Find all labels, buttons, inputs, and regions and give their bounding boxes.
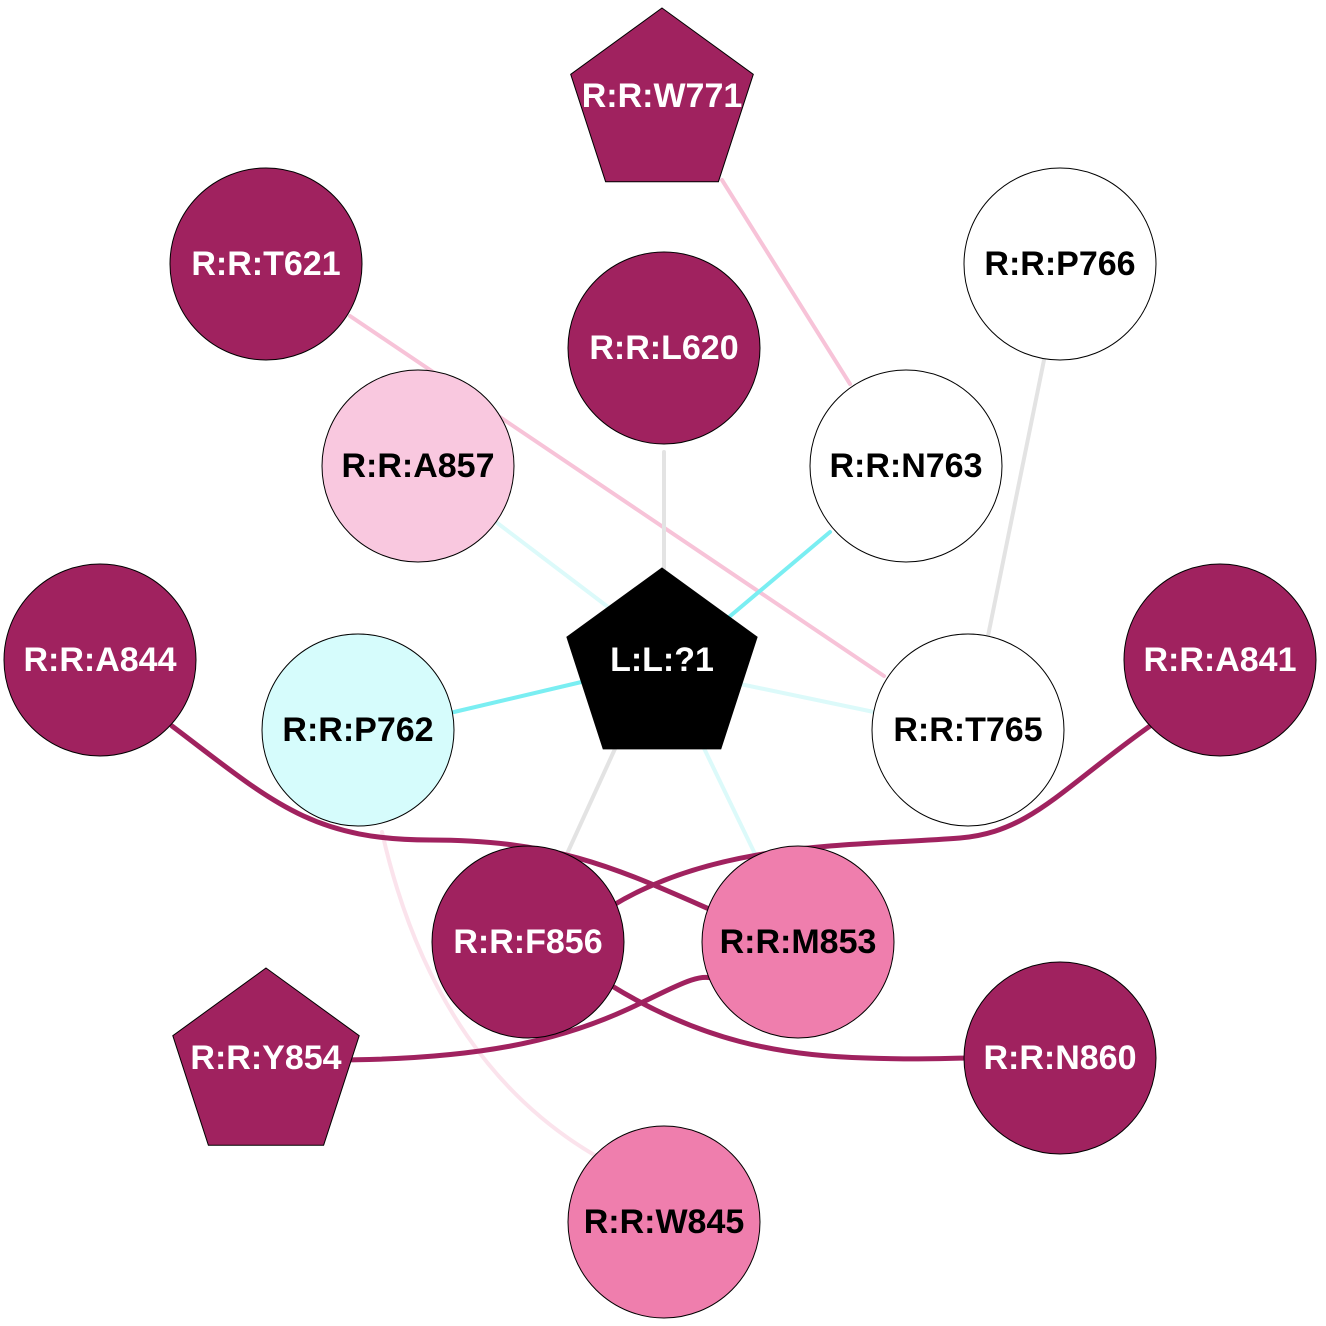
node-pentagon bbox=[566, 567, 758, 750]
node-a841: R:R:A841 bbox=[1123, 563, 1317, 757]
node-circle bbox=[963, 961, 1157, 1155]
edge-w771-n763 bbox=[720, 178, 852, 386]
node-l1: L:L:?1 bbox=[566, 567, 758, 750]
node-t621: R:R:T621 bbox=[169, 167, 363, 361]
node-label: R:R:A844 bbox=[23, 641, 176, 679]
node-l620: R:R:L620 bbox=[567, 251, 761, 445]
node-label: R:R:W771 bbox=[582, 77, 743, 115]
node-label: R:R:T621 bbox=[191, 245, 340, 283]
node-f856: R:R:F856 bbox=[431, 845, 625, 1039]
edge-p762-w845 bbox=[380, 830, 598, 1158]
node-circle bbox=[701, 845, 895, 1039]
node-label: R:R:F856 bbox=[453, 923, 602, 961]
node-y854: R:R:Y854 bbox=[172, 967, 360, 1146]
node-label: R:R:Y854 bbox=[190, 1039, 341, 1077]
edge-p766-t765 bbox=[986, 358, 1046, 638]
node-circle bbox=[431, 845, 625, 1039]
node-pentagon bbox=[570, 7, 754, 183]
node-label: R:R:T765 bbox=[893, 711, 1042, 749]
node-a857: R:R:A857 bbox=[321, 369, 515, 563]
node-m853: R:R:M853 bbox=[701, 845, 895, 1039]
node-w771: R:R:W771 bbox=[570, 7, 754, 183]
edge-y854-m853 bbox=[327, 974, 719, 1063]
node-label: R:R:N860 bbox=[983, 1039, 1136, 1077]
edge-m853-l1 bbox=[698, 738, 758, 858]
edge-t765-l1 bbox=[738, 682, 876, 714]
node-pentagon bbox=[172, 967, 360, 1146]
node-circle bbox=[1123, 563, 1317, 757]
node-n763: R:R:N763 bbox=[809, 369, 1003, 563]
node-label: R:R:N763 bbox=[829, 447, 982, 485]
node-label: R:R:W845 bbox=[584, 1203, 745, 1241]
node-t765: R:R:T765 bbox=[871, 633, 1065, 827]
node-w845: R:R:W845 bbox=[567, 1125, 761, 1319]
edge-p762-l1 bbox=[452, 678, 592, 714]
node-n860: R:R:N860 bbox=[963, 961, 1157, 1155]
edge-n763-l1 bbox=[714, 530, 832, 630]
node-circle bbox=[169, 167, 363, 361]
node-circle bbox=[321, 369, 515, 563]
node-circle bbox=[261, 633, 455, 827]
node-circle bbox=[963, 167, 1157, 361]
node-label: R:R:P762 bbox=[282, 711, 433, 749]
node-label: R:R:L620 bbox=[589, 329, 738, 367]
edge-a844-m853 bbox=[169, 723, 719, 915]
node-label: R:R:A857 bbox=[341, 447, 494, 485]
node-a844: R:R:A844 bbox=[3, 563, 197, 757]
node-label: R:R:A841 bbox=[1143, 641, 1296, 679]
edge-a841-f856 bbox=[609, 723, 1153, 909]
node-circle bbox=[809, 369, 1003, 563]
node-label: R:R:P766 bbox=[984, 245, 1135, 283]
edge-a857-l1 bbox=[494, 520, 614, 612]
node-circle bbox=[3, 563, 197, 757]
edge-f856-n860 bbox=[609, 983, 969, 1062]
node-circle bbox=[567, 251, 761, 445]
node-label: R:R:M853 bbox=[720, 923, 877, 961]
node-p766: R:R:P766 bbox=[963, 167, 1157, 361]
node-circle bbox=[567, 1125, 761, 1319]
node-label: L:L:?1 bbox=[610, 641, 714, 679]
node-circle bbox=[871, 633, 1065, 827]
node-p762: R:R:P762 bbox=[261, 633, 455, 827]
